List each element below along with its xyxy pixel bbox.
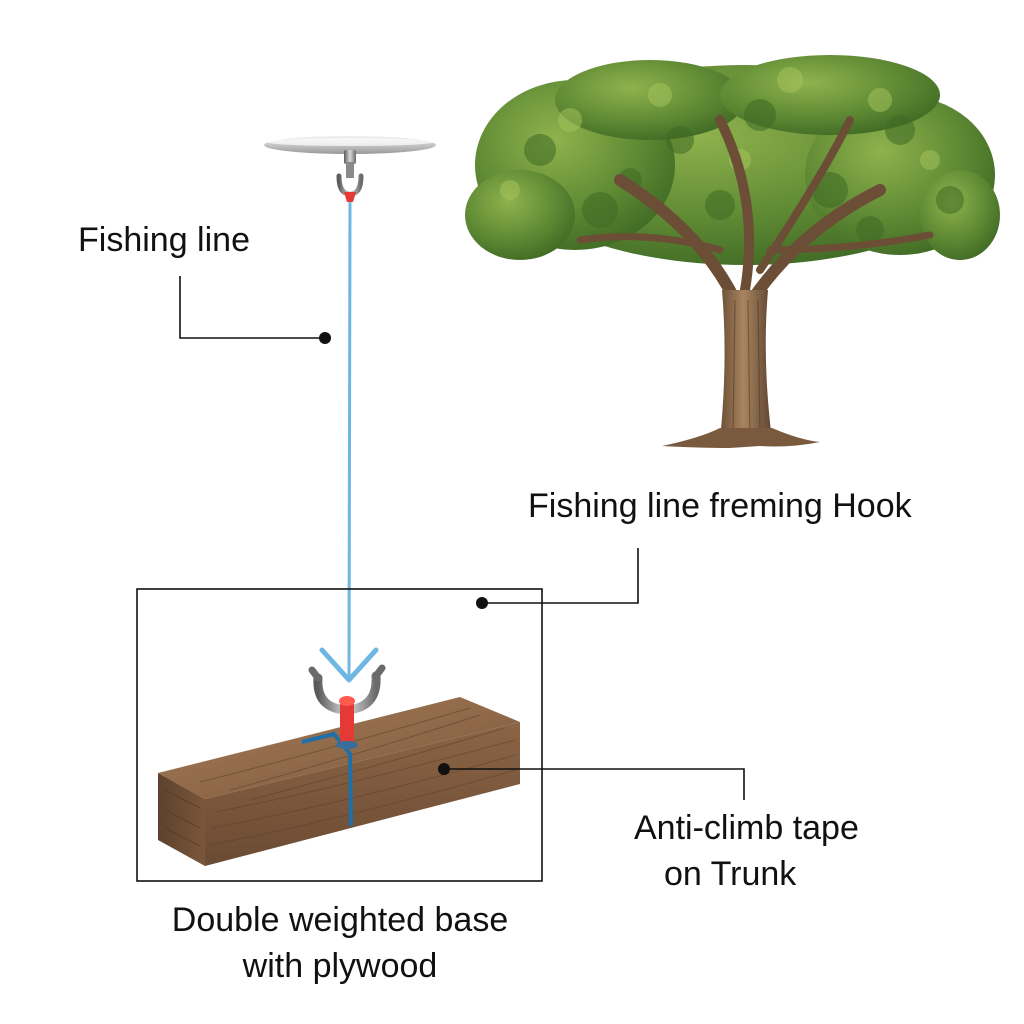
base-enclosure <box>136 588 543 882</box>
fishing-line <box>347 201 352 677</box>
fishing-line-callout <box>179 276 331 344</box>
base-label-line1: Double weighted base <box>171 901 509 939</box>
tape-callout <box>438 763 745 800</box>
wood-block-icon <box>158 697 520 866</box>
fishing-line-label: Fishing line <box>78 221 250 259</box>
anti-climb-tape-label-line2: on Trunk <box>664 854 797 893</box>
anti-climb-tape-label-line1: Anti-climb tape <box>634 809 859 847</box>
anti-climb-tape-label: Anti-climb tape on Trunk <box>634 806 859 898</box>
bottom-hook-icon <box>308 664 386 749</box>
ceiling-mount-icon <box>264 136 436 164</box>
top-hook-icon <box>336 162 364 202</box>
base-label-line2: with plywood <box>242 946 438 985</box>
hook-label: Fishing line freming Hook <box>528 487 912 525</box>
fishing-line-arrowhead <box>319 647 379 683</box>
hook-callout <box>476 548 639 609</box>
tree-icon <box>465 55 1000 448</box>
base-label: Double weighted base with plywood <box>120 898 560 990</box>
